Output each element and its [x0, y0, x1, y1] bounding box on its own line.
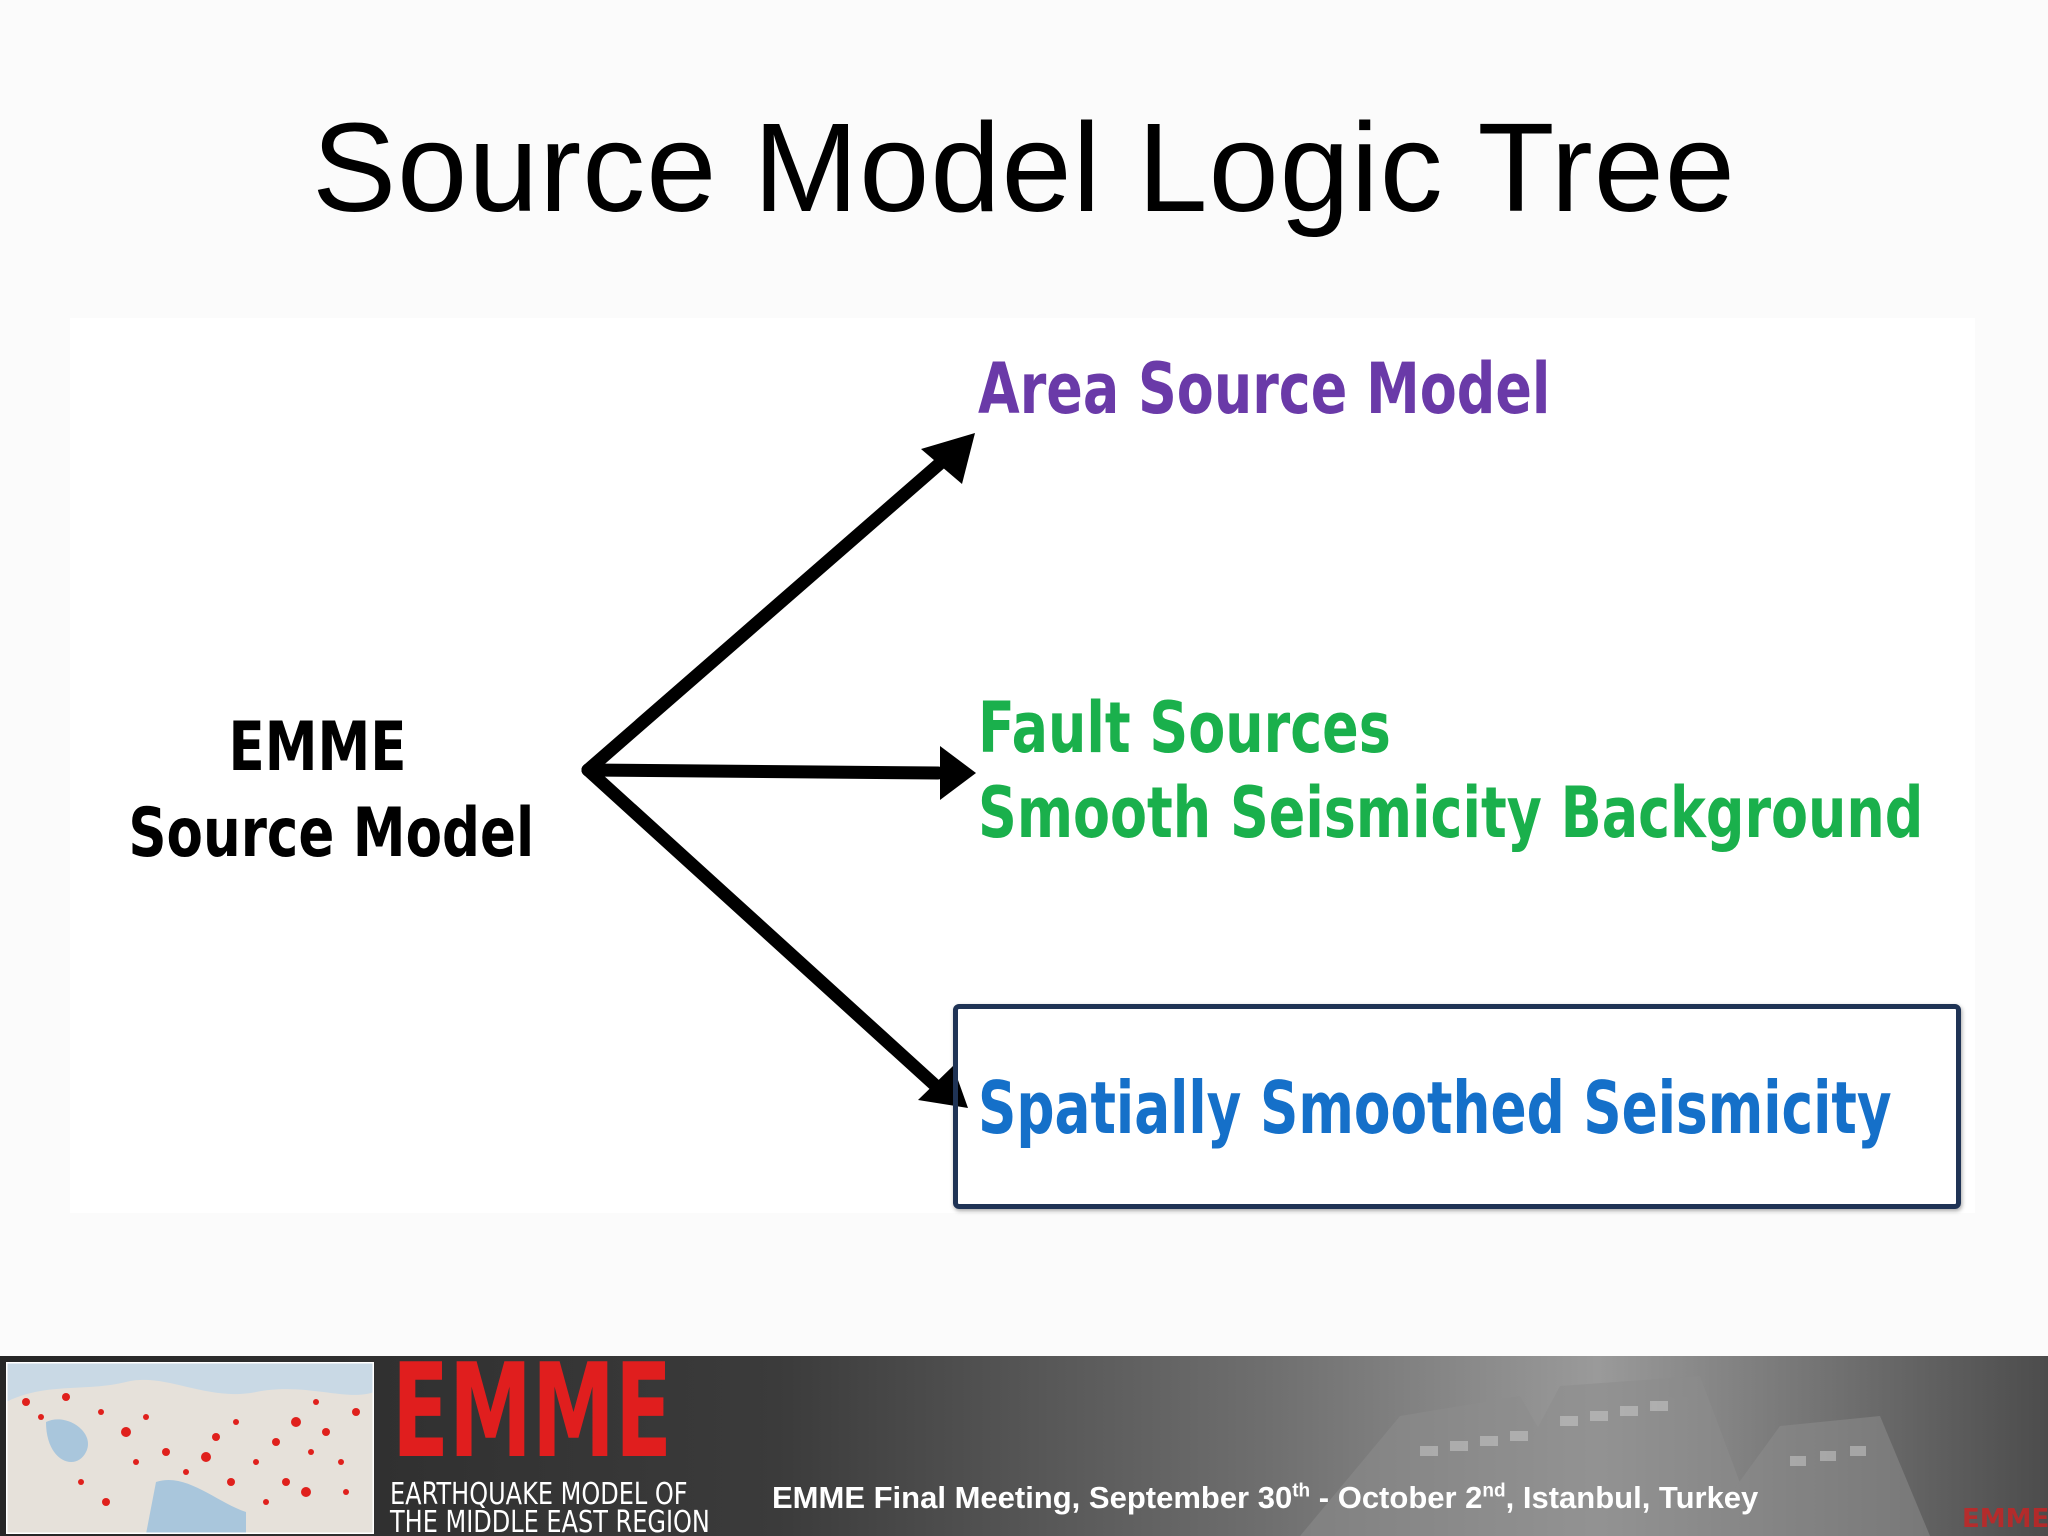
emme-logo-letters: EMME	[392, 1356, 672, 1466]
root-node-line2: Source Model	[128, 794, 535, 873]
diagram-panel	[70, 318, 1975, 1213]
svg-text:EMME: EMME	[392, 1356, 672, 1466]
corner-emme-logo: EMME	[1962, 1504, 2048, 1534]
root-node-line1: EMME	[228, 708, 407, 787]
seismicity-map-thumbnail	[6, 1362, 374, 1534]
logo-subtitle-line2: THE MIDDLE EAST REGION	[390, 1505, 710, 1536]
emme-logo: EMME EARTHQUAKE MODEL OF THE MIDDLE EAST…	[387, 1356, 710, 1536]
branch-area-source-model: Area Source Model	[978, 348, 1551, 430]
arrowhead-area	[921, 433, 975, 484]
branch-smooth-seismicity-background: Smooth Seismicity Background	[978, 772, 1924, 854]
footer-banner: EMME EARTHQUAKE MODEL OF THE MIDDLE EAST…	[0, 1356, 2048, 1536]
root-node: EMME Source Model	[75, 705, 560, 877]
arrowhead-fault	[940, 746, 976, 800]
arrow-to-smoothed	[581, 763, 944, 1094]
branch-fault-sources: Fault Sources	[978, 687, 1391, 769]
buildings-photo	[1300, 1376, 1930, 1536]
arrow-to-fault	[581, 763, 945, 780]
slide-title: Source Model Logic Tree	[312, 97, 1736, 238]
branch-spatially-smoothed-seismicity: Spatially Smoothed Seismicity	[978, 1066, 1892, 1150]
highlight-box	[953, 1004, 1961, 1209]
arrow-to-area	[581, 452, 952, 777]
branch-arrows	[581, 433, 976, 1108]
meeting-caption: EMME Final Meeting, September 30th - Oct…	[772, 1480, 1759, 1515]
